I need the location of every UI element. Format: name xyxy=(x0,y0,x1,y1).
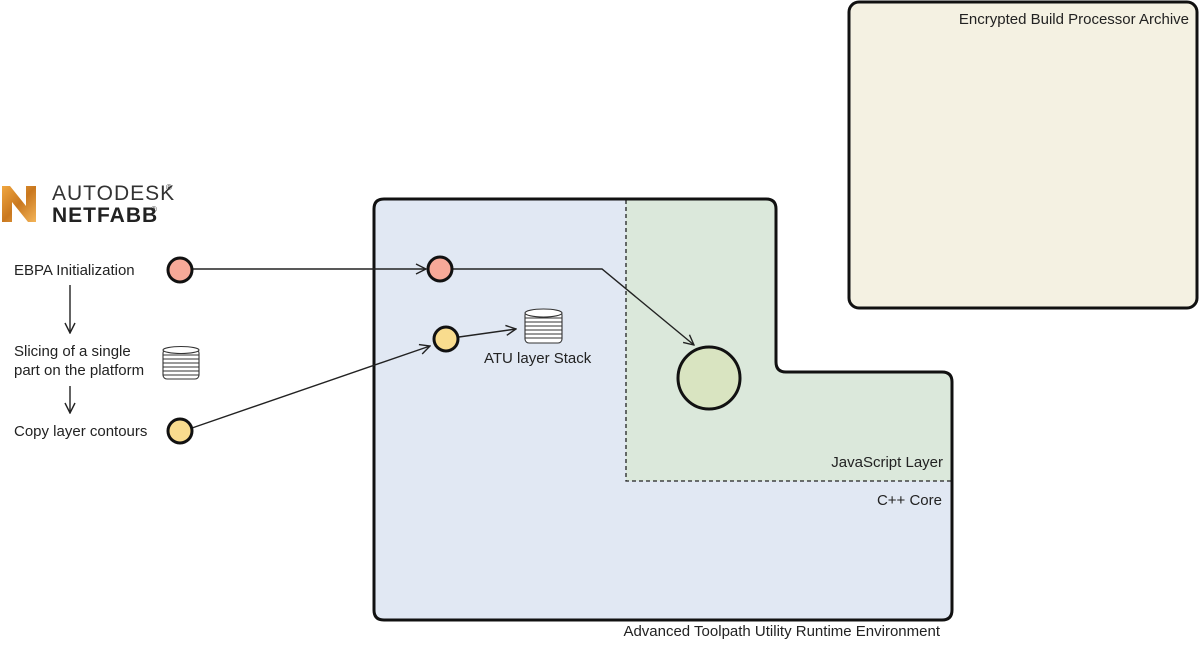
ebpa-flow: EBPA Initialization Slicing of a single … xyxy=(14,262,200,440)
connectors xyxy=(191,268,694,429)
runtime-environment-title: Advanced Toolpath Utility Runtime Enviro… xyxy=(623,623,940,640)
step-copy-layer-contours: Copy layer contours xyxy=(14,423,147,440)
javascript-layer-label: JavaScript Layer xyxy=(831,454,943,471)
runtime-environment: JavaScript Layer C++ Core Advanced Toolp… xyxy=(372,197,954,640)
javascript-layer-node[interactable] xyxy=(676,345,742,411)
atu-layer-stack-icon xyxy=(524,308,563,344)
atu-layer-stack-label: ATU layer Stack xyxy=(484,350,592,367)
connector-to-atu-stack xyxy=(458,329,516,338)
connector-runtime-to-js xyxy=(453,268,694,345)
javascript-layer-boundary xyxy=(625,200,951,482)
archive-title: Encrypted Build Processor Archive xyxy=(959,11,1189,28)
cpp-core-label: C++ Core xyxy=(877,492,942,509)
layer-stack-icon xyxy=(162,345,200,380)
runtime-environment-border xyxy=(372,197,954,622)
connector-contours-to-runtime xyxy=(191,346,430,429)
autodesk-n-logo-icon xyxy=(2,186,36,222)
javascript-layer-region xyxy=(626,200,951,481)
runtime-ebpa-node[interactable] xyxy=(426,255,454,283)
runtime-contours-node[interactable] xyxy=(432,325,460,353)
logo-brand-line1: AUTODESK xyxy=(52,182,175,205)
logo-brand-line2: NETFABB xyxy=(52,204,158,227)
step-slicing-line2: part on the platform xyxy=(14,362,144,379)
step-ebpa-initialization: EBPA Initialization xyxy=(14,262,135,279)
registered-mark: ® xyxy=(166,183,172,192)
step-slicing-line1: Slicing of a single xyxy=(14,343,131,360)
copy-contours-node[interactable] xyxy=(166,417,194,445)
ebpa-init-node[interactable] xyxy=(166,256,194,284)
encrypted-build-processor-archive: Encrypted Build Processor Archive xyxy=(847,0,1199,310)
autodesk-netfabb-logo: AUTODESK ® NETFABB ® xyxy=(2,182,175,227)
registered-mark: ® xyxy=(151,205,157,214)
archive-box xyxy=(847,0,1199,310)
